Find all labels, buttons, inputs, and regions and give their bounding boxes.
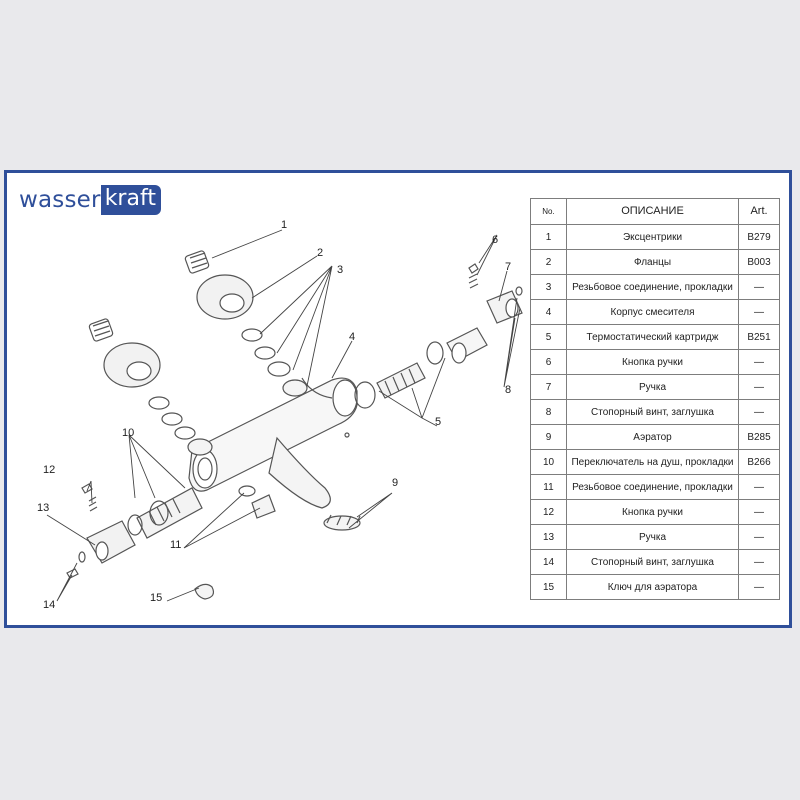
cell-no: 7 — [530, 374, 567, 400]
shower-switch — [127, 487, 203, 539]
cell-art: — — [738, 549, 780, 575]
cell-description: Кнопка ручки — [566, 499, 739, 525]
threaded-connection — [238, 485, 276, 519]
cell-no: 9 — [530, 424, 567, 450]
callout-1: 1 — [281, 219, 287, 231]
callout-4: 4 — [349, 331, 355, 343]
logo-text-kraft: kraft — [100, 185, 161, 215]
cell-no: 13 — [530, 524, 567, 550]
callout-10: 10 — [122, 427, 134, 439]
cell-art: — — [738, 349, 780, 375]
header-no: No. — [530, 198, 567, 225]
cell-description: Корпус смесителя — [566, 299, 739, 325]
cell-art: — — [738, 474, 780, 500]
callout-15: 15 — [150, 592, 162, 604]
cell-art: B285 — [738, 424, 780, 450]
eccentric-flange-lower — [88, 318, 213, 456]
header-art: Art. — [738, 198, 780, 225]
cell-art: — — [738, 574, 780, 600]
cell-no: 11 — [530, 474, 567, 500]
cell-no: 3 — [530, 274, 567, 300]
cell-art: B251 — [738, 324, 780, 350]
aerator-key — [194, 583, 215, 600]
callout-2: 2 — [317, 247, 323, 259]
cell-no: 15 — [530, 574, 567, 600]
brand-logo: wasser kraft — [19, 185, 161, 215]
cell-art: — — [738, 374, 780, 400]
cell-art: — — [738, 274, 780, 300]
header-description: ОПИСАНИЕ — [566, 198, 739, 225]
cell-no: 2 — [530, 249, 567, 275]
cell-description: Ручка — [566, 374, 739, 400]
cell-no: 1 — [530, 224, 567, 250]
cell-art: — — [738, 299, 780, 325]
logo-text-wasser: wasser — [19, 187, 101, 213]
callout-9: 9 — [392, 477, 398, 489]
callout-13: 13 — [37, 502, 49, 514]
cell-no: 10 — [530, 449, 567, 475]
left-handle-group — [66, 483, 136, 579]
callout-3: 3 — [337, 264, 343, 276]
cell-description: Резьбовое соединение, прокладки — [566, 474, 739, 500]
cell-description: Фланцы — [566, 249, 739, 275]
cell-description: Резьбовое соединение, прокладки — [566, 274, 739, 300]
cell-description: Кнопка ручки — [566, 349, 739, 375]
aerator — [323, 514, 361, 531]
cell-art: B266 — [738, 449, 780, 475]
cell-description: Термостатический картридж — [566, 324, 739, 350]
cell-art: — — [738, 499, 780, 525]
callout-12: 12 — [43, 464, 55, 476]
cell-art: — — [738, 524, 780, 550]
callout-numbers: 1 2 3 4 5 6 7 8 9 10 11 12 13 14 15 — [37, 219, 511, 611]
diagram-frame: wasser kraft — [4, 170, 792, 628]
right-handle-group — [468, 263, 523, 324]
cell-description: Стопорный винт, заглушка — [566, 399, 739, 425]
cell-no: 5 — [530, 324, 567, 350]
cell-description: Переключатель на душ, прокладки — [566, 449, 739, 475]
mixer-body — [188, 377, 358, 509]
cell-art: B279 — [738, 224, 780, 250]
exploded-view-diagram: 1 2 3 4 5 6 7 8 9 10 11 12 13 14 15 — [37, 219, 523, 611]
callout-11: 11 — [170, 539, 181, 551]
cell-description: Эксцентрики — [566, 224, 739, 250]
cell-no: 14 — [530, 549, 567, 575]
callout-8: 8 — [505, 384, 511, 396]
eccentric-flange-upper — [184, 250, 308, 397]
callout-5: 5 — [435, 416, 441, 428]
callout-7: 7 — [505, 261, 511, 273]
thermostatic-cartridge — [354, 327, 488, 409]
cell-no: 6 — [530, 349, 567, 375]
cell-description: Аэратор — [566, 424, 739, 450]
cell-art: B003 — [738, 249, 780, 275]
cell-art: — — [738, 399, 780, 425]
callout-14: 14 — [43, 599, 55, 611]
cell-description: Ключ для аэратора — [566, 574, 739, 600]
callout-6: 6 — [492, 234, 498, 246]
cell-no: 4 — [530, 299, 567, 325]
cell-no: 8 — [530, 399, 567, 425]
leader-lines — [46, 229, 521, 602]
table-header-row: No. ОПИСАНИЕ Art. — [530, 198, 780, 225]
cell-no: 12 — [530, 499, 567, 525]
cell-description: Стопорный винт, заглушка — [566, 549, 739, 575]
cell-description: Ручка — [566, 524, 739, 550]
